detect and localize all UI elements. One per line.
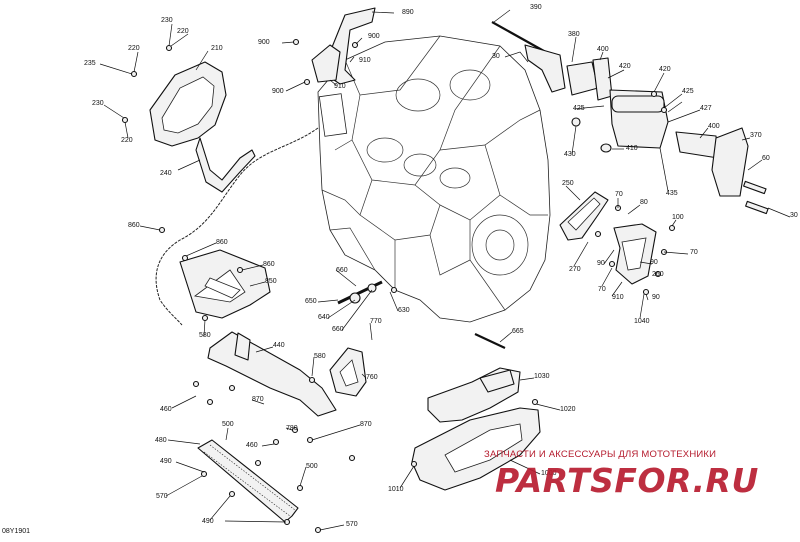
callout-400a: 400 bbox=[597, 46, 609, 53]
callout-90a: 90 bbox=[597, 260, 605, 267]
bracket-890 bbox=[311, 7, 376, 85]
callout-1000: 1000 bbox=[541, 470, 557, 477]
right-upper-assembly bbox=[491, 21, 769, 215]
callout-400b: 400 bbox=[708, 123, 720, 130]
callout-860a: 860 bbox=[128, 222, 140, 229]
callout-890: 890 bbox=[402, 9, 414, 16]
callout-70a: 70 bbox=[615, 191, 623, 198]
callout-650: 650 bbox=[305, 298, 317, 305]
callout-500a: 500 bbox=[222, 421, 234, 428]
callout-500b: 500 bbox=[306, 463, 318, 470]
reference-code: 08Y1901 bbox=[2, 528, 31, 535]
callout-427: 427 bbox=[700, 105, 712, 112]
callout-210: 210 bbox=[211, 45, 223, 52]
callout-665: 665 bbox=[512, 328, 524, 335]
callout-1030: 1030 bbox=[534, 373, 550, 380]
watermark-logo: PARTSFOR.RU bbox=[495, 461, 759, 500]
callout-870b: 870 bbox=[360, 421, 372, 428]
callout-660a: 660 bbox=[336, 267, 348, 274]
callout-425a: 425 bbox=[682, 88, 694, 95]
callout-435: 435 bbox=[666, 190, 678, 197]
callout-780: 780 bbox=[286, 425, 298, 432]
callout-70c: 70 bbox=[598, 286, 606, 293]
callout-570b: 570 bbox=[346, 521, 358, 528]
callout-640: 640 bbox=[318, 314, 330, 321]
callout-580b: 580 bbox=[314, 353, 326, 360]
callout-80: 80 bbox=[640, 199, 648, 206]
frame-850 bbox=[179, 249, 271, 319]
callout-30b: 30 bbox=[790, 212, 798, 219]
callout-900c: 900 bbox=[272, 88, 284, 95]
rods bbox=[337, 280, 506, 349]
callout-860b: 860 bbox=[216, 239, 228, 246]
callout-30a: 30 bbox=[492, 53, 500, 60]
callout-370: 370 bbox=[750, 132, 762, 139]
mount-rail-440 bbox=[207, 331, 337, 417]
callout-460b: 460 bbox=[246, 442, 258, 449]
callout-870a: 870 bbox=[252, 396, 264, 403]
callout-900b: 900 bbox=[368, 33, 380, 40]
callout-430: 430 bbox=[564, 151, 576, 158]
callout-910c: 910 bbox=[612, 294, 624, 301]
callout-230b: 230 bbox=[92, 100, 104, 107]
callout-910a: 910 bbox=[359, 57, 371, 64]
callout-490b: 490 bbox=[202, 518, 214, 525]
callout-250: 250 bbox=[562, 180, 574, 187]
callout-230a: 230 bbox=[161, 17, 173, 24]
callout-630: 630 bbox=[398, 307, 410, 314]
lower-bar bbox=[197, 439, 299, 523]
callout-390: 390 bbox=[530, 4, 542, 11]
callout-270: 270 bbox=[569, 266, 581, 273]
skid-plate bbox=[411, 367, 541, 491]
leader-lines bbox=[99, 9, 791, 531]
callout-850: 850 bbox=[265, 278, 277, 285]
callout-410: 410 bbox=[626, 145, 638, 152]
callout-580a: 580 bbox=[199, 332, 211, 339]
callout-70b: 70 bbox=[690, 249, 698, 256]
callout-240: 240 bbox=[160, 170, 172, 177]
callout-260: 260 bbox=[652, 271, 664, 278]
bracket-760 bbox=[329, 347, 367, 397]
callout-910b: 910 bbox=[334, 83, 346, 90]
callout-1040: 1040 bbox=[634, 318, 650, 325]
callout-90b: 90 bbox=[650, 259, 658, 266]
callout-100: 100 bbox=[672, 214, 684, 221]
callout-420a: 420 bbox=[619, 63, 631, 70]
callout-425b: 425 bbox=[573, 105, 585, 112]
callout-860c: 860 bbox=[263, 261, 275, 268]
callout-770: 770 bbox=[370, 318, 382, 325]
callout-460a: 460 bbox=[160, 406, 172, 413]
callout-220c: 220 bbox=[121, 137, 133, 144]
callout-380: 380 bbox=[568, 31, 580, 38]
engine-block bbox=[317, 35, 551, 323]
support-bracket-250 bbox=[559, 191, 657, 285]
callout-220a: 220 bbox=[177, 28, 189, 35]
callout-1010: 1010 bbox=[388, 486, 404, 493]
callout-490a: 490 bbox=[160, 458, 172, 465]
callout-235: 235 bbox=[84, 60, 96, 67]
callout-440: 440 bbox=[273, 342, 285, 349]
callout-760: 760 bbox=[366, 374, 378, 381]
callout-90c: 90 bbox=[652, 294, 660, 301]
callout-1020: 1020 bbox=[560, 406, 576, 413]
callout-570a: 570 bbox=[156, 493, 168, 500]
fasteners bbox=[121, 38, 676, 534]
callout-420b: 420 bbox=[659, 66, 671, 73]
callout-660b: 660 bbox=[332, 326, 344, 333]
callout-220b: 220 bbox=[128, 45, 140, 52]
watermark-tagline: ЗАПЧАСТИ И АКСЕССУАРЫ ДЛЯ МОТОТЕХНИКИ bbox=[484, 449, 717, 460]
callout-60: 60 bbox=[762, 155, 770, 162]
callout-480: 480 bbox=[155, 437, 167, 444]
callout-900a: 900 bbox=[258, 39, 270, 46]
belt-guard bbox=[149, 61, 256, 193]
cable-860 bbox=[155, 127, 319, 326]
